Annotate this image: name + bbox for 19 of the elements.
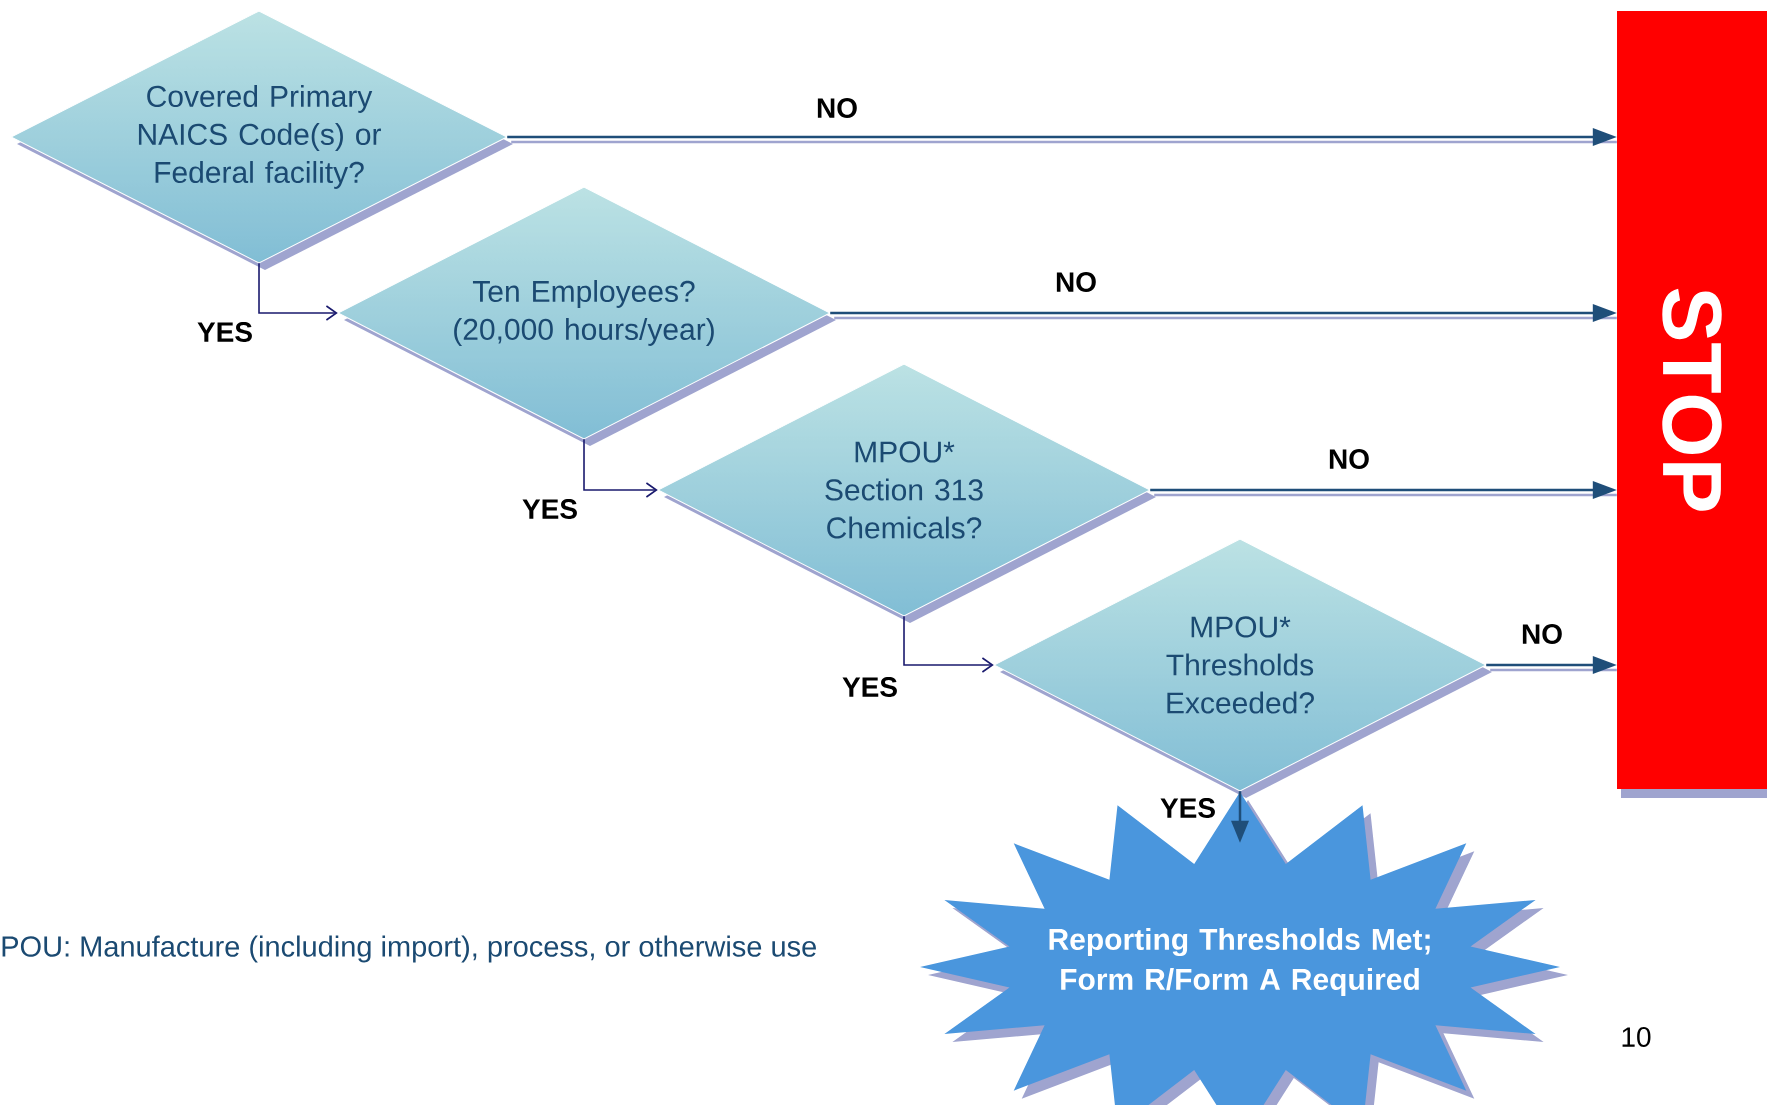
arrow — [1486, 656, 1617, 674]
arrow — [1231, 791, 1249, 843]
page-number: 10 — [1622, 1027, 1651, 1047]
edge-label: YES — [841, 676, 900, 698]
arrow — [583, 438, 658, 498]
edge-label: YES — [1159, 797, 1218, 819]
edge-label: NO — [1520, 623, 1564, 645]
edge-label: NO — [1327, 448, 1371, 470]
arrow — [258, 262, 338, 321]
footnote: POU: Manufacture (including import), process, or otherwise use — [2, 935, 816, 963]
arrow — [507, 128, 1617, 146]
edge-label: YES — [521, 498, 580, 520]
arrow — [830, 304, 1617, 322]
edge-label: NO — [1054, 271, 1098, 293]
stop-bar: STOP — [1617, 11, 1767, 798]
arrow — [903, 615, 994, 673]
arrow — [1150, 481, 1617, 499]
edge-label: YES — [196, 321, 254, 343]
edge-label: NO — [815, 97, 859, 119]
